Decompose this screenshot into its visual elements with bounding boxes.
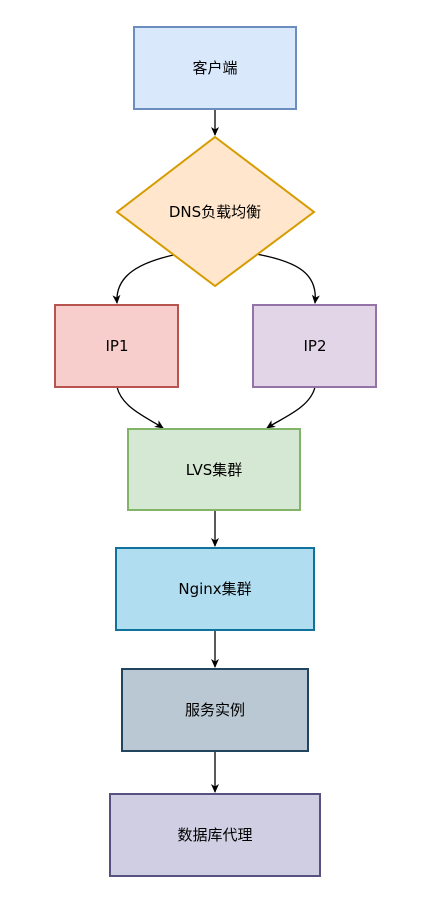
edge-ip1-to-lvs — [116, 386, 164, 429]
nginx-label: Nginx集群 — [178, 580, 251, 598]
ip1-box — [54, 304, 179, 388]
node-nginx-cluster: Nginx集群 — [115, 547, 315, 631]
node-dns-load-balancer: DNS负载均衡 — [115, 135, 316, 288]
edge-ip2-to-lvs — [266, 386, 316, 429]
edge-dns-to-ip1 — [112, 253, 179, 304]
node-ip2: IP2 — [252, 304, 377, 388]
nginx-box — [115, 547, 315, 631]
node-lvs-cluster: LVS集群 — [127, 428, 301, 511]
node-db-proxy: 数据库代理 — [109, 793, 321, 877]
ip1-label: IP1 — [105, 337, 128, 355]
node-client: 客户端 — [133, 26, 297, 110]
lvs-label: LVS集群 — [186, 461, 243, 479]
edge-dns-to-ip2 — [255, 253, 320, 304]
client-box — [133, 26, 297, 110]
lvs-box — [127, 428, 301, 511]
db-proxy-label: 数据库代理 — [177, 826, 252, 844]
node-service-instance: 服务实例 — [121, 668, 309, 752]
service-label: 服务实例 — [185, 701, 245, 719]
db-proxy-box — [109, 793, 321, 877]
service-box — [121, 668, 309, 752]
client-label: 客户端 — [192, 59, 237, 77]
dns-label: DNS负载均衡 — [169, 203, 261, 221]
node-ip1: IP1 — [54, 304, 179, 388]
ip2-box — [252, 304, 377, 388]
dns-diamond — [115, 135, 316, 288]
ip2-label: IP2 — [303, 337, 326, 355]
edges — [112, 109, 320, 793]
